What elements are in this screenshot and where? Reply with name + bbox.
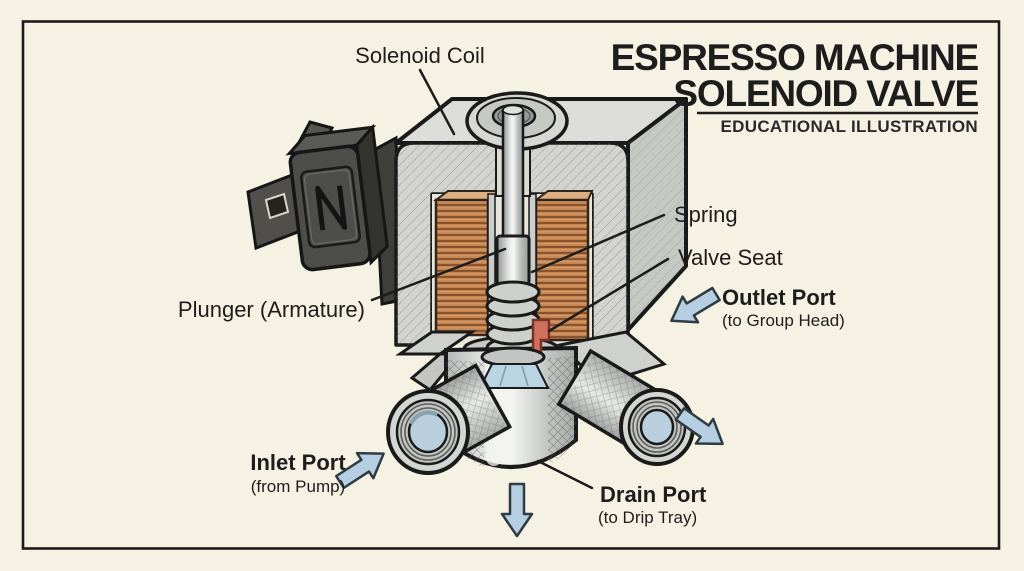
label-valve-seat: Valve Seat bbox=[678, 245, 783, 270]
inlet-port-opening bbox=[386, 389, 470, 475]
leader-plunger bbox=[370, 247, 507, 302]
outlet-thread bbox=[632, 401, 682, 453]
body-flange-upper bbox=[395, 330, 477, 356]
label-outlet-port: Outlet Port (to Group Head) bbox=[722, 285, 845, 330]
outlet-port-opening bbox=[619, 388, 695, 466]
water-cone bbox=[478, 363, 550, 389]
outlet-port-caption: (to Group Head) bbox=[722, 311, 845, 330]
drain-flow-arrow-icon bbox=[500, 482, 534, 538]
plunger-stem-top bbox=[502, 104, 524, 116]
inlet-thread bbox=[400, 403, 456, 461]
terminal-hole bbox=[264, 192, 290, 220]
outlet-port-name: Outlet Port bbox=[722, 285, 836, 310]
plunger-body bbox=[495, 234, 531, 286]
flow-arrows bbox=[334, 286, 724, 538]
label-plunger: Plunger (Armature) bbox=[178, 297, 365, 322]
inlet-port-caption: (from Pump) bbox=[251, 477, 345, 496]
inlet-thread bbox=[404, 407, 452, 457]
inlet-bore-shadow bbox=[409, 410, 438, 425]
outlet-side-flow-arrow-icon bbox=[674, 407, 724, 446]
border-frame bbox=[21, 20, 1001, 550]
leader-drain-port bbox=[536, 459, 594, 490]
plunger-stem bbox=[501, 108, 525, 240]
coil-left-front bbox=[434, 198, 490, 337]
title-block: ESPRESSO MACHINE SOLENOID VALVE EDUCATIO… bbox=[611, 37, 980, 136]
spring-coil bbox=[485, 280, 541, 304]
leader-lines bbox=[370, 68, 670, 490]
label-solenoid-coil: Solenoid Coil bbox=[355, 43, 485, 68]
water-cone-line bbox=[499, 365, 507, 387]
leader-valve-seat bbox=[547, 257, 670, 333]
leader-solenoid-coil bbox=[418, 68, 456, 136]
drain-port-name: Drain Port bbox=[600, 482, 707, 507]
water-cone-line bbox=[521, 365, 529, 387]
connector-panel-bevel bbox=[303, 169, 358, 245]
outlet-flow-arrow-icon bbox=[670, 286, 721, 324]
label-inlet-port: Inlet Port (from Pump) bbox=[250, 450, 346, 496]
label-spring: Spring bbox=[674, 202, 738, 227]
subtitle: EDUCATIONAL ILLUSTRATION bbox=[721, 117, 978, 136]
plunger-armature-graphic bbox=[495, 104, 531, 286]
solenoid-housing bbox=[394, 91, 688, 347]
housing-right-hatch bbox=[628, 99, 686, 330]
drain-port-caption: (to Drip Tray) bbox=[598, 508, 697, 527]
copper-coil-left bbox=[433, 190, 503, 337]
outlet-bore bbox=[639, 408, 675, 446]
title-line1: ESPRESSO MACHINE bbox=[611, 37, 979, 78]
coil-right-front bbox=[534, 198, 590, 342]
body-shading-right bbox=[548, 356, 576, 466]
copper-coil-right bbox=[533, 190, 594, 342]
leader-spring bbox=[530, 213, 666, 274]
title-line2: SOLENOID VALVE bbox=[673, 73, 978, 114]
inlet-flow-arrow-icon bbox=[334, 451, 385, 490]
outlet-thread bbox=[636, 405, 678, 449]
connector-panel bbox=[299, 165, 362, 249]
connector-symbol-icon bbox=[315, 185, 348, 231]
inlet-port-name: Inlet Port bbox=[250, 450, 346, 475]
label-drain-port: Drain Port (to Drip Tray) bbox=[598, 482, 707, 527]
